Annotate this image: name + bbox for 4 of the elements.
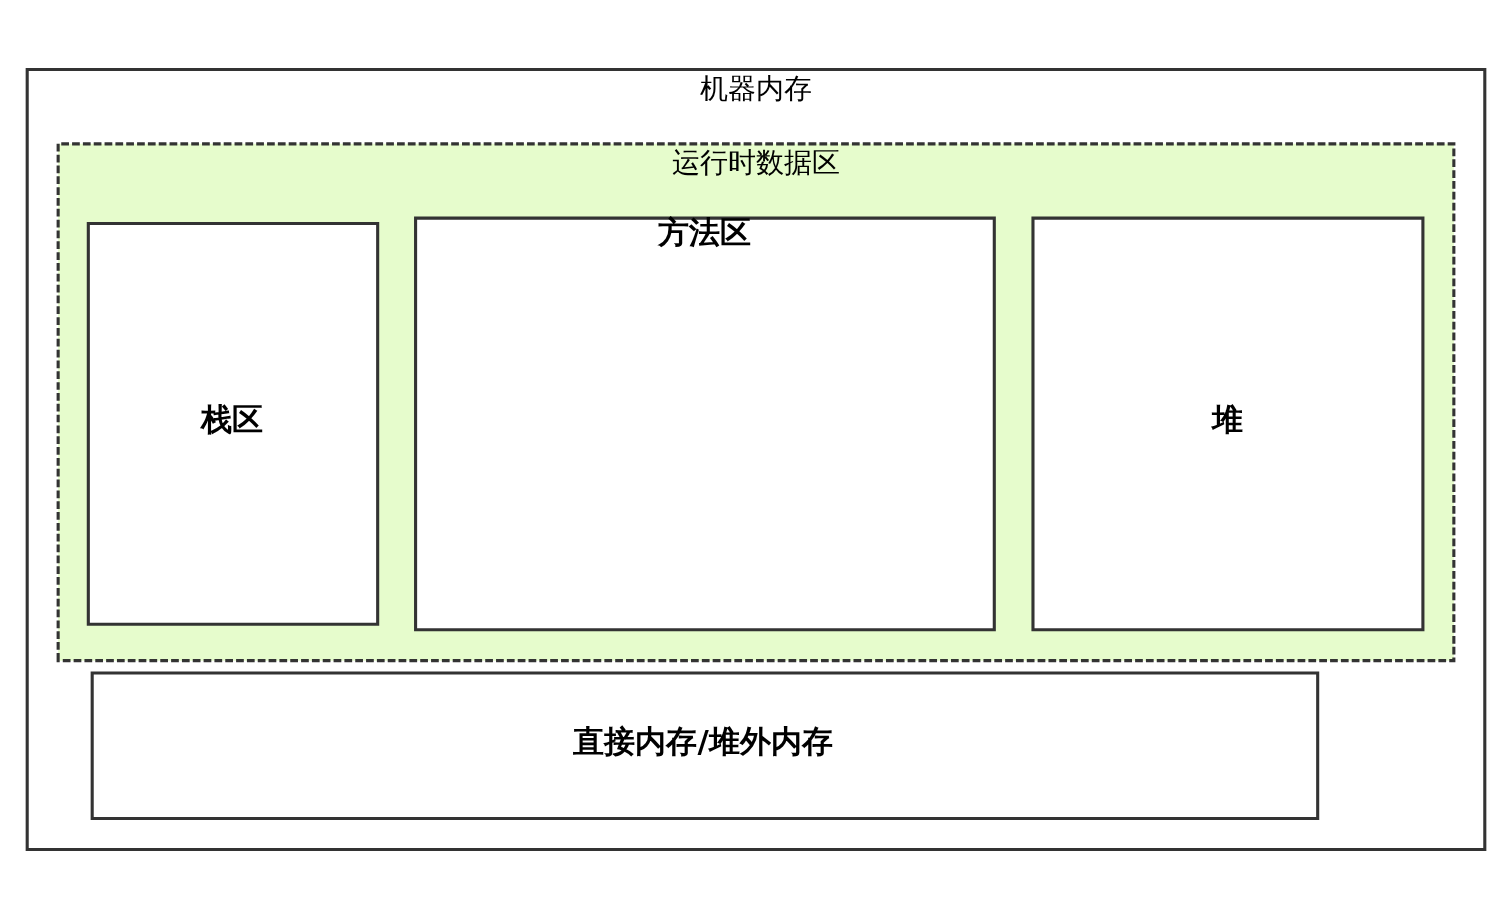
node-box: 堆 bbox=[1031, 216, 1425, 632]
node-box: 方法区 bbox=[414, 216, 996, 632]
node-box: 直接内存/堆外内存 bbox=[90, 671, 1320, 821]
node-box: 栈区 bbox=[86, 222, 380, 626]
